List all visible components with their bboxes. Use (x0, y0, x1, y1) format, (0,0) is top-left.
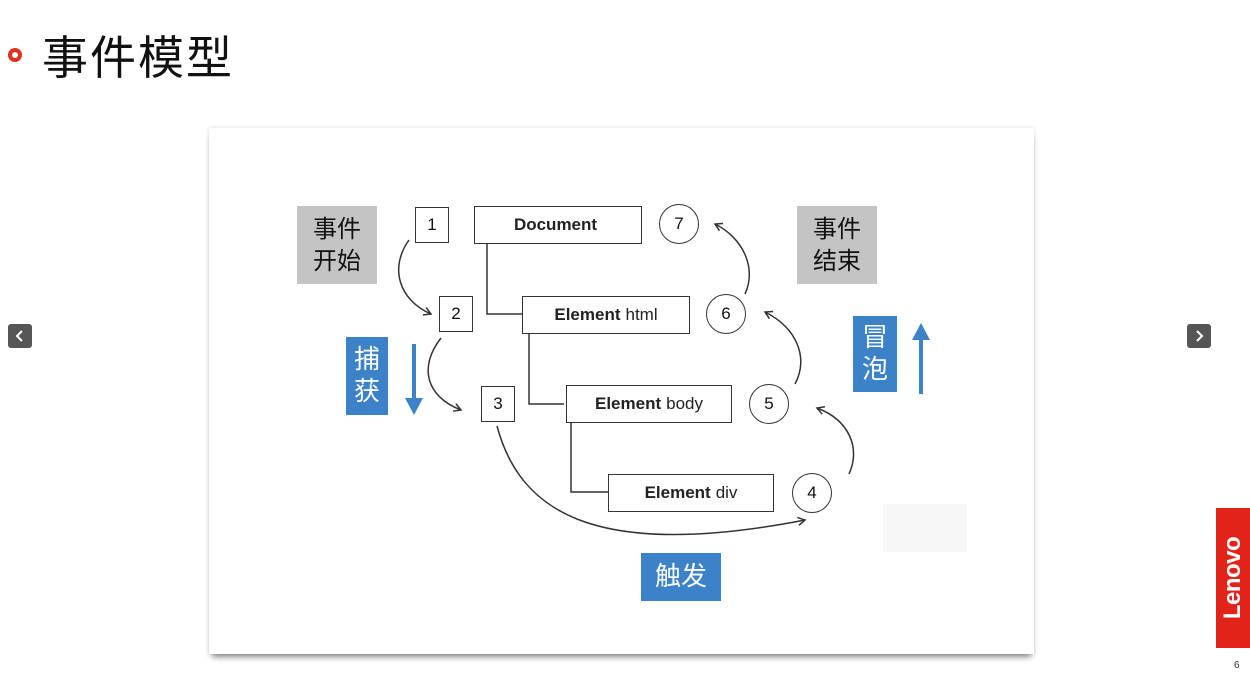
step-3: 3 (481, 386, 515, 422)
capture-line1: 捕 (353, 345, 380, 375)
event-end-label: 事件结束 (797, 206, 877, 284)
node-body-rest: body (666, 394, 703, 413)
step-4: 4 (792, 473, 832, 513)
faded-area (883, 504, 967, 552)
arrow-down-head-icon (405, 398, 423, 415)
node-body-bold: Element (594, 394, 662, 413)
step-7: 7 (659, 204, 699, 244)
node-document-bold: Document (513, 215, 598, 234)
node-html-bold: Element (554, 305, 621, 324)
lenovo-logo-text: Lenovo (1219, 536, 1246, 620)
bubble-line1: 冒 (861, 323, 888, 353)
arrow-up-head-icon (912, 323, 930, 340)
chevron-left-icon (15, 330, 23, 342)
bubble-label: 冒泡 (853, 316, 897, 392)
tree-lines (486, 242, 608, 493)
node-div-bold: Element (644, 483, 711, 502)
step-5: 5 (749, 384, 789, 424)
event-end-line1: 事件 (813, 215, 861, 243)
capture-line2: 获 (353, 377, 380, 407)
event-start-line2: 开始 (313, 247, 361, 275)
slide-title-row: 事件模型 (8, 22, 234, 88)
event-start-label: 事件开始 (297, 206, 377, 284)
prev-slide-button[interactable] (8, 324, 32, 348)
trigger-label: 触发 (641, 553, 721, 601)
event-start-line1: 事件 (313, 215, 361, 243)
capture-arrows (397, 239, 807, 536)
node-div-rest: div (715, 483, 738, 502)
event-end-line2: 结束 (813, 247, 861, 275)
node-html-rest: html (625, 305, 658, 324)
capture-label: 捕获 (346, 337, 388, 415)
bubble-line2: 泡 (861, 355, 888, 385)
step-1: 1 (415, 207, 449, 243)
step-2: 2 (439, 296, 473, 332)
bubble-arrows (713, 222, 855, 475)
node-document: Document (474, 206, 642, 244)
slide-title: 事件模型 (42, 31, 234, 85)
chevron-right-icon (1196, 330, 1204, 342)
page-number: 6 (1234, 660, 1240, 671)
lenovo-logo: Lenovo (1216, 508, 1250, 648)
bullet-icon (8, 48, 22, 62)
next-slide-button[interactable] (1187, 324, 1211, 348)
diagram-connectors (397, 222, 930, 536)
step-6: 6 (706, 294, 746, 334)
